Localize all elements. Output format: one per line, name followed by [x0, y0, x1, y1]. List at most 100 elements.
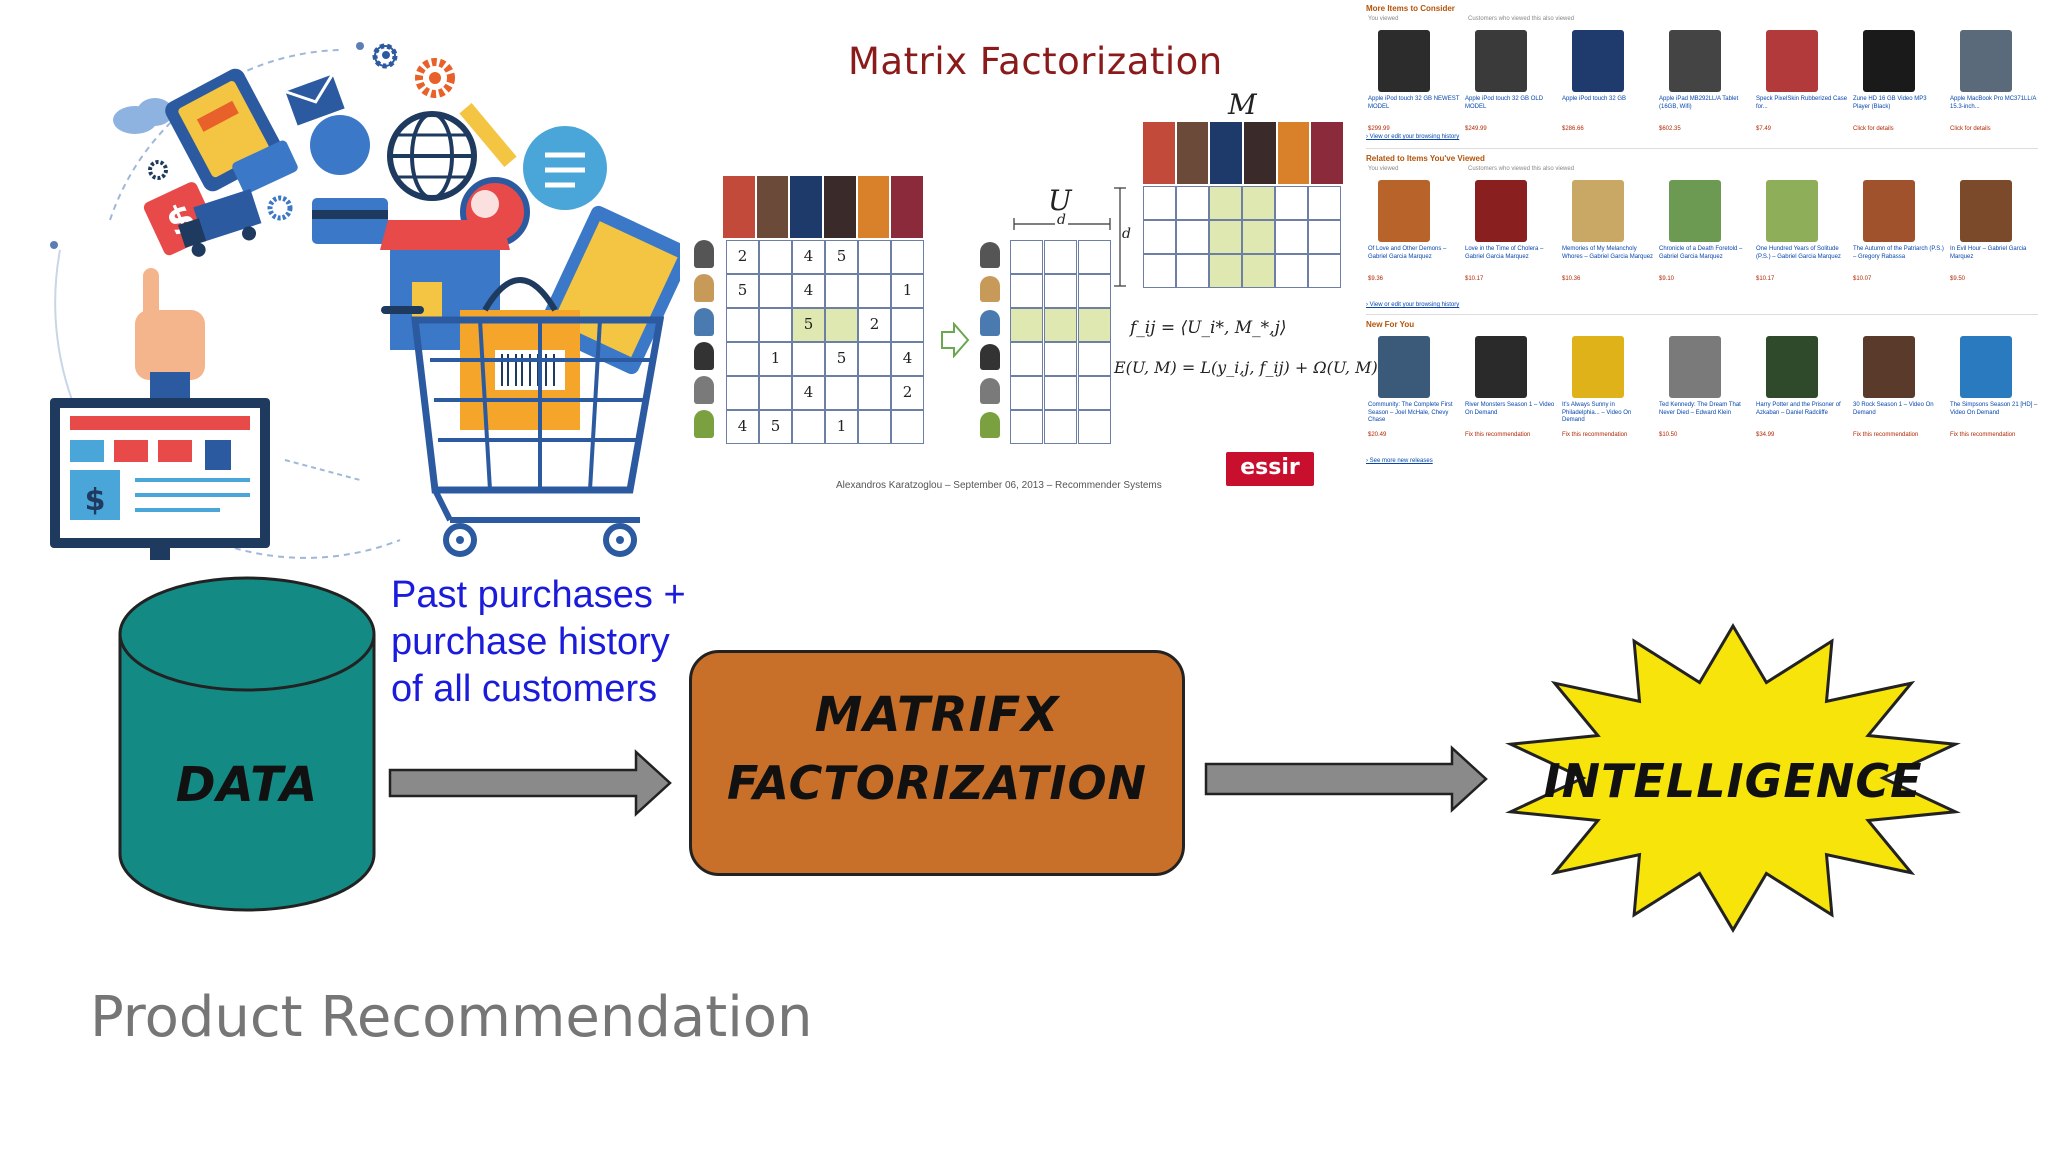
cylinder-body — [118, 634, 376, 912]
rating-cell — [759, 240, 792, 274]
rating-cell — [726, 376, 759, 410]
product-card[interactable]: Chronicle of a Death Foretold – Gabriel … — [1659, 180, 1743, 290]
product-thumbnail[interactable] — [1572, 30, 1624, 92]
product-thumbnail[interactable] — [1669, 180, 1721, 242]
product-card[interactable]: Apple MacBook Pro MC371LL/A 15.3-inch...… — [1950, 30, 2036, 140]
product-title-link[interactable]: Of Love and Other Demons – Gabriel Garci… — [1368, 246, 1447, 260]
product-title-link[interactable]: Memories of My Melancholy Whores – Gabri… — [1562, 246, 1654, 260]
browsing-history-link[interactable]: › View or edit your browsing history — [1366, 302, 1460, 308]
rating-cell: 2 — [858, 308, 891, 342]
product-card[interactable]: Zune HD 16 GB Video MP3 Player (Black)Cl… — [1853, 30, 1937, 140]
product-thumbnail[interactable] — [1766, 336, 1818, 398]
product-title-link[interactable]: Apple iPod touch 32 GB — [1562, 96, 1627, 102]
new-releases-link[interactable]: › See more new releases — [1366, 458, 1433, 464]
process-label-line-2: FACTORIZATION — [726, 756, 1148, 810]
m-dimension-label: d — [1122, 226, 1131, 242]
mail-icon — [284, 73, 345, 126]
product-title-link[interactable]: One Hundred Years of Solitude (P.S.) – G… — [1756, 246, 1841, 260]
product-card[interactable]: One Hundred Years of Solitude (P.S.) – G… — [1756, 180, 1841, 290]
product-title-link[interactable]: 30 Rock Season 1 – Video On Demand — [1853, 402, 1934, 416]
product-thumbnail[interactable] — [1572, 336, 1624, 398]
data-label: DATA — [175, 757, 319, 813]
product-card[interactable]: Apple iPod touch 32 GB OLD MODEL$249.99 — [1465, 30, 1549, 140]
product-thumbnail[interactable] — [1475, 180, 1527, 242]
u-matrix-cell — [1044, 308, 1077, 342]
product-title-link[interactable]: Speck PixelSkin Rubberized Case for... — [1756, 96, 1848, 110]
product-card[interactable]: Apple iPad MB292LL/A Tablet (16GB, Wifi)… — [1659, 30, 1743, 140]
product-thumbnail[interactable] — [1960, 180, 2012, 242]
product-title-link[interactable]: Chronicle of a Death Foretold – Gabriel … — [1659, 246, 1743, 260]
u-matrix-cell — [1010, 376, 1043, 410]
product-title-link[interactable]: Apple MacBook Pro MC371LL/A 15.3-inch... — [1950, 96, 2037, 110]
product-price: Fix this recommendation — [1465, 432, 1531, 438]
monitor-icon: $ — [50, 398, 270, 560]
product-card[interactable]: The Simpsons Season 21 [HD] – Video On D… — [1950, 336, 2037, 446]
product-card[interactable]: It's Always Sunny in Philadelphia... – V… — [1562, 336, 1646, 446]
product-thumbnail[interactable] — [1863, 30, 1915, 92]
product-thumbnail[interactable] — [1378, 180, 1430, 242]
product-title-link[interactable]: Community: The Complete First Season – J… — [1368, 402, 1453, 423]
product-card[interactable]: Harry Potter and the Prisoner of Azkaban… — [1756, 336, 1841, 446]
m-matrix-cell — [1209, 186, 1242, 220]
product-card[interactable]: Ted Kennedy: The Dream That Never Died –… — [1659, 336, 1743, 446]
product-title-link[interactable]: Harry Potter and the Prisoner of Azkaban… — [1756, 402, 1841, 416]
m-matrix-label: M — [1228, 88, 1257, 121]
product-thumbnail[interactable] — [1960, 336, 2012, 398]
product-title-link[interactable]: Apple iPad MB292LL/A Tablet (16GB, Wifi) — [1659, 96, 1739, 110]
process-label-line-1: MATRIFX — [814, 687, 1060, 743]
rating-cell — [792, 342, 825, 376]
u-matrix-cell — [1044, 410, 1077, 444]
product-card[interactable]: Apple iPod touch 32 GB$286.66 — [1562, 30, 1646, 140]
product-price: $10.07 — [1853, 276, 1872, 282]
product-card[interactable]: Love in the Time of Cholera – Gabriel Ga… — [1465, 180, 1549, 290]
m-matrix-cell — [1176, 254, 1209, 288]
avatar — [980, 242, 1000, 268]
product-card[interactable]: Memories of My Melancholy Whores – Gabri… — [1562, 180, 1653, 290]
product-title-link[interactable]: River Monsters Season 1 – Video On Deman… — [1465, 402, 1555, 416]
product-thumbnail[interactable] — [1669, 30, 1721, 92]
product-card[interactable]: River Monsters Season 1 – Video On Deman… — [1465, 336, 1554, 446]
product-title-link[interactable]: Zune HD 16 GB Video MP3 Player (Black) — [1853, 96, 1927, 110]
product-card[interactable]: Community: The Complete First Season – J… — [1368, 336, 1453, 446]
u-matrix-cell — [1010, 342, 1043, 376]
product-title-link[interactable]: It's Always Sunny in Philadelphia... – V… — [1562, 402, 1632, 423]
product-title-link[interactable]: Apple iPod touch 32 GB NEWEST MODEL — [1368, 96, 1460, 110]
product-card[interactable]: Speck PixelSkin Rubberized Case for...$7… — [1756, 30, 1847, 140]
data-cylinder — [118, 576, 376, 912]
product-thumbnail[interactable] — [1572, 180, 1624, 242]
rating-cell: 2 — [726, 240, 759, 274]
product-thumbnail[interactable] — [1863, 180, 1915, 242]
product-thumbnail[interactable] — [1766, 30, 1818, 92]
product-card[interactable]: Apple iPod touch 32 GB NEWEST MODEL$299.… — [1368, 30, 1459, 140]
product-thumbnail[interactable] — [1378, 30, 1430, 92]
m-matrix-cell — [1242, 220, 1275, 254]
m-dimension-marker — [1114, 187, 1126, 287]
product-card[interactable]: In Evil Hour – Gabriel Garcia Marquez$9.… — [1950, 180, 2034, 290]
product-card[interactable]: Of Love and Other Demons – Gabriel Garci… — [1368, 180, 1452, 290]
product-card[interactable]: The Autumn of the Patriarch (P.S.) – Gre… — [1853, 180, 1944, 290]
product-title-link[interactable]: Apple iPod touch 32 GB OLD MODEL — [1465, 96, 1544, 110]
product-thumbnail[interactable] — [1960, 30, 2012, 92]
product-title-link[interactable]: The Simpsons Season 21 [HD] – Video On D… — [1950, 402, 2038, 416]
error-formula: E(U, M) = L(y_i,j, f_ij) + Ω(U, M) — [1114, 358, 1378, 377]
product-thumbnail[interactable] — [1669, 336, 1721, 398]
avatar — [980, 344, 1000, 370]
u-matrix-cell — [1078, 342, 1111, 376]
product-thumbnail[interactable] — [1475, 336, 1527, 398]
rating-cell — [759, 308, 792, 342]
product-thumbnail[interactable] — [1378, 336, 1430, 398]
u-matrix-cell — [1044, 240, 1077, 274]
product-title-link[interactable]: The Autumn of the Patriarch (P.S.) – Gre… — [1853, 246, 1944, 260]
product-title-link[interactable]: In Evil Hour – Gabriel Garcia Marquez — [1950, 246, 2027, 260]
process-box — [689, 650, 1185, 876]
m-matrix-cell — [1242, 254, 1275, 288]
product-title-link[interactable]: Love in the Time of Cholera – Gabriel Ga… — [1465, 246, 1544, 260]
section-heading: More Items to Consider — [1366, 4, 1455, 13]
product-thumbnail[interactable] — [1863, 336, 1915, 398]
browsing-history-link[interactable]: › View or edit your browsing history — [1366, 134, 1460, 140]
product-thumbnail[interactable] — [1766, 180, 1818, 242]
product-thumbnail[interactable] — [1475, 30, 1527, 92]
product-title-link[interactable]: Ted Kennedy: The Dream That Never Died –… — [1659, 402, 1741, 416]
prediction-formula: f_ij = ⟨U_i*, M_*,j⟩ — [1130, 318, 1287, 338]
